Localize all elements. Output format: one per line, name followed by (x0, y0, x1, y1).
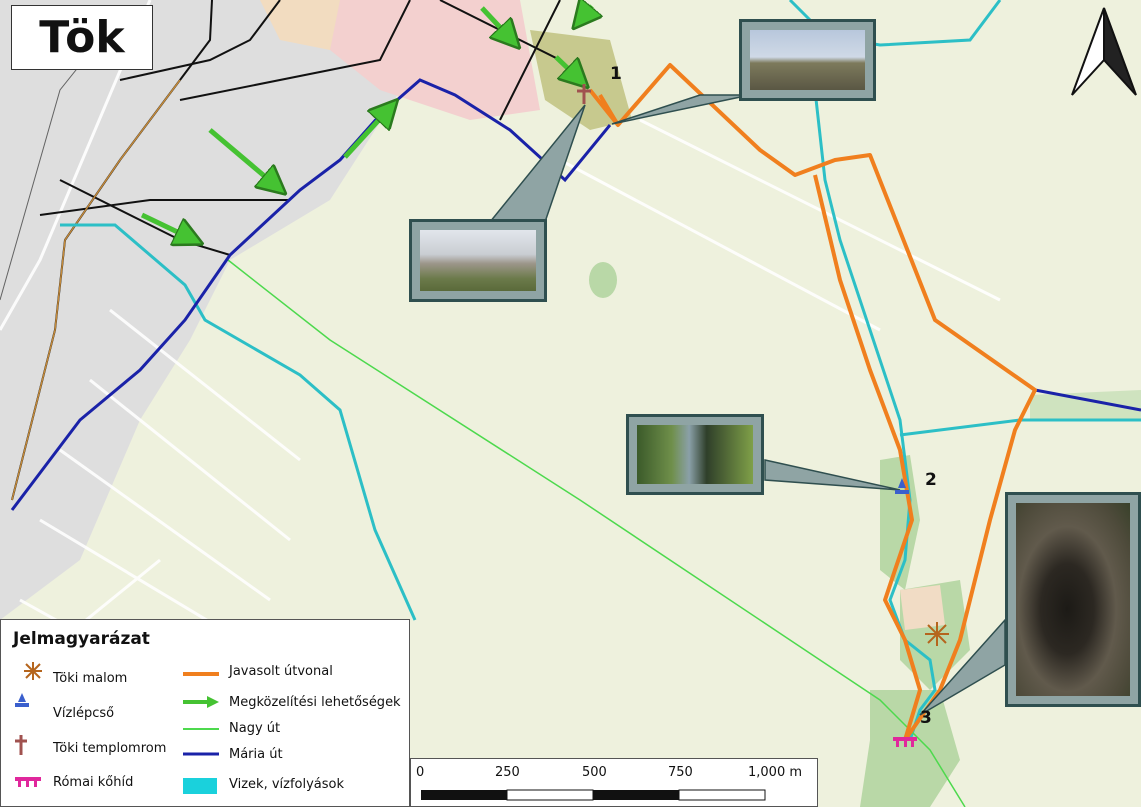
scale-tick-500: 500 (582, 765, 607, 780)
legend-panel: Jelmagyarázat Töki malom Vízlépcső Töki … (0, 619, 410, 807)
photo-roman-bridge[interactable] (1005, 492, 1141, 707)
bridge-icon[interactable] (893, 737, 917, 747)
map-title: Tök (11, 5, 153, 70)
marker-2-number: 2 (925, 470, 937, 490)
photo-field-view[interactable] (739, 19, 876, 101)
weir-icon[interactable] (895, 478, 909, 494)
legend-label-maria-ut: Mária út (229, 747, 283, 762)
marker-3-number: 3 (920, 708, 932, 728)
legend-label-weir: Vízlépcső (53, 706, 115, 721)
photo-church-ruin[interactable] (409, 219, 547, 302)
marker-1-number: 1 (610, 64, 622, 84)
legend-label-waters: Vizek, vízfolyások (229, 777, 345, 792)
scale-tick-1000: 1,000 m (748, 765, 803, 780)
green-arrow-icon (183, 696, 219, 708)
church-ruin-cross-icon[interactable] (577, 84, 591, 104)
dark-blue-line-icon (183, 752, 219, 756)
legend-label-route: Javasolt útvonal (229, 664, 333, 679)
mill-asterisk-icon[interactable] (925, 622, 949, 646)
legend-label-approach: Megközelítési lehetőségek (229, 695, 401, 710)
scale-tick-250: 250 (495, 765, 520, 780)
legend-label-bridge: Római kőhíd (53, 775, 134, 790)
scale-bar-graphic (421, 789, 766, 801)
bridge-icon (15, 777, 41, 787)
scale-tick-0: 0 (416, 765, 425, 780)
church-ruin-cross-icon (15, 735, 27, 755)
weir-icon (15, 693, 29, 707)
mill-asterisk-icon (24, 662, 42, 680)
legend-label-mill: Töki malom (53, 671, 128, 686)
north-arrow-icon (1071, 7, 1137, 96)
light-green-line-icon (183, 728, 219, 730)
legend-label-church: Töki templomrom (53, 741, 167, 756)
cyan-square-icon (183, 778, 217, 794)
scale-tick-750: 750 (668, 765, 693, 780)
legend-label-nagy-ut: Nagy út (229, 721, 281, 736)
photo-weir[interactable] (626, 414, 764, 495)
orange-route-line-icon (183, 672, 219, 676)
scale-bar: 0 250 500 750 1,000 m (410, 758, 818, 807)
legend-title: Jelmagyarázat (13, 629, 150, 649)
